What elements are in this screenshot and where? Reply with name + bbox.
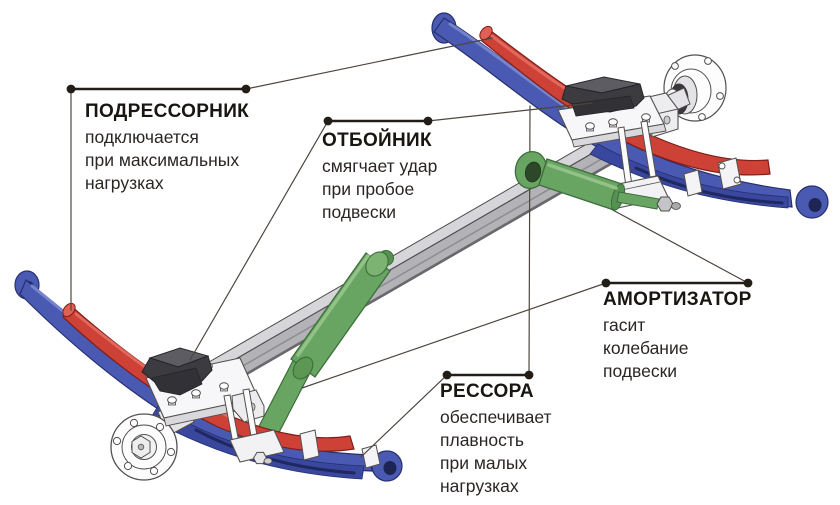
shock-absorber-rear [514,150,681,212]
pointer-helper-spring-rear [245,37,493,90]
label-podressornik-desc: подключается [85,127,199,147]
label-podressornik-title: ПОДРЕССОРНИК [85,101,250,122]
label-ressora-desc: при малых [440,453,528,473]
label-bars [71,87,748,377]
pointer-bump-stop-rear [427,102,593,122]
pointer-shock-front [301,282,607,389]
label-otboynik-desc: смягчает удар [322,156,438,176]
pointer-shock-rear [597,201,749,284]
label-ressora-title: РЕССОРА [440,381,534,402]
label-podressornik-desc: нагрузках [85,173,164,193]
label-otboynik-title: ОТБОЙНИК [322,130,432,151]
u-bolts-rear [607,120,742,209]
label-otboynik-desc: при пробое [322,179,415,199]
label-amortizator-title: АМОРТИЗАТОР [603,289,752,310]
wheel-hub-front [110,399,195,481]
label-ressora-desc: нагрузках [440,476,519,496]
label-otboynik-desc: подвески [322,202,397,222]
label-amortizator: АМОРТИЗАТОР гасит колебание подвески [603,289,752,383]
label-dots [66,84,753,380]
label-amortizator-desc: подвески [603,361,678,381]
callout-lines [70,37,749,458]
label-amortizator-desc: колебание [603,338,689,358]
label-podressornik: ПОДРЕССОРНИК подключается при максимальн… [85,101,249,195]
label-ressora-desc: обеспечивает [440,407,552,427]
leaf-spring-front [14,270,403,482]
label-podressornik-desc: при максимальных [85,150,240,170]
pointer-leaf-spring-rear [528,105,531,376]
pointer-leaf-spring-front [360,374,448,458]
shock-absorber-front [290,250,394,380]
pointer-bump-stop-front [189,120,329,361]
u-bolts-front [223,388,381,469]
label-ressora-desc: плавность [440,430,524,450]
bump-stop-front [141,347,213,396]
label-amortizator-desc: гасит [603,315,646,335]
label-ressora: РЕССОРА обеспечивает плавность при малых… [440,381,552,498]
label-otboynik: ОТБОЙНИК смягчает удар при пробое подвес… [322,130,437,224]
bump-stop-rear [561,76,645,117]
leaf-clamp-front [299,429,320,461]
